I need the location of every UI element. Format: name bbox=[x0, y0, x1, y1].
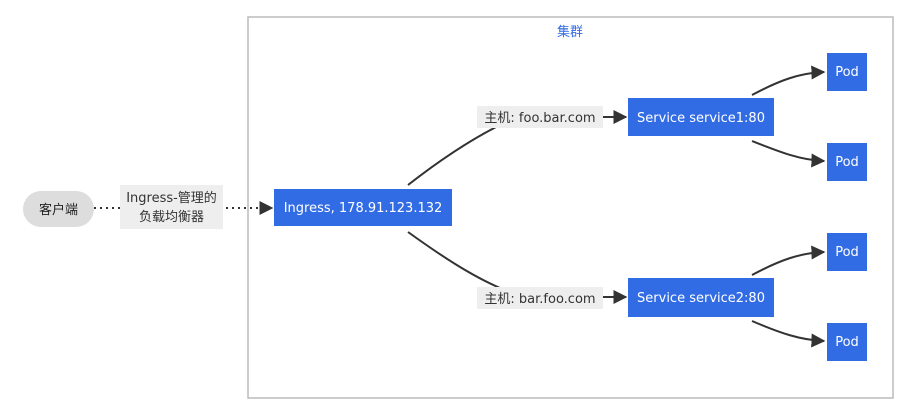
pod-node-2 bbox=[827, 143, 867, 181]
pod-label-2: Pod bbox=[835, 155, 859, 170]
edge-ingress-host1 bbox=[407, 124, 501, 186]
client-label: 客户端 bbox=[39, 202, 78, 218]
pod-label-4: Pod bbox=[835, 335, 859, 350]
pod-label-3: Pod bbox=[835, 245, 859, 260]
pod-label-1: Pod bbox=[835, 65, 859, 80]
service1-node bbox=[628, 98, 774, 136]
pod-node-3 bbox=[827, 233, 867, 271]
host1-label: 主机: foo.bar.com bbox=[484, 111, 595, 126]
cluster-label: 集群 bbox=[557, 24, 583, 40]
host2-label-bg bbox=[477, 287, 603, 309]
edge-client-ingress-label-line2: 负载均衡器 bbox=[139, 210, 204, 225]
service2-label: Service service2:80 bbox=[637, 291, 765, 306]
client-node bbox=[23, 191, 94, 227]
ingress-node bbox=[274, 189, 452, 226]
edge-service2-pod4 bbox=[751, 320, 826, 348]
host2-label: 主机: bar.foo.com bbox=[484, 292, 595, 307]
edge-service2-pod3 bbox=[751, 245, 826, 276]
service1-label: Service service1:80 bbox=[637, 111, 765, 126]
ingress-label: Ingress, 178.91.123.132 bbox=[284, 201, 443, 216]
service2-node bbox=[628, 278, 774, 317]
edge-service1-pod2 bbox=[751, 140, 826, 168]
pod-node-4 bbox=[827, 323, 867, 361]
host1-label-bg bbox=[477, 106, 603, 128]
edge-ingress-host2 bbox=[407, 231, 501, 289]
edge-service1-pod1 bbox=[751, 65, 826, 96]
edge-client-ingress-label-line1: Ingress-管理的 bbox=[126, 190, 217, 206]
edge-client-ingress-label-bg bbox=[120, 185, 223, 229]
pod-node-1 bbox=[827, 53, 867, 91]
